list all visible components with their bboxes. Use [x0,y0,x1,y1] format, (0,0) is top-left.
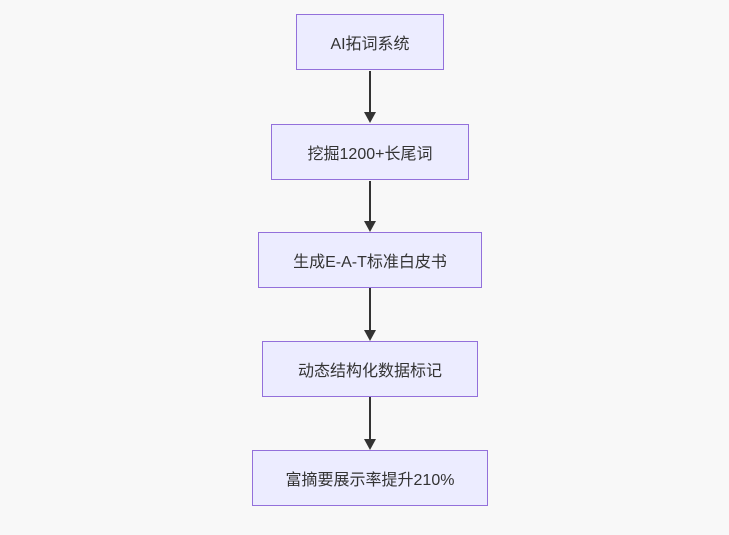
arrow-down-icon [369,181,371,221]
flow-node-structured-data-markup: 动态结构化数据标记 [262,341,478,397]
flow-node-eat-whitepaper: 生成E-A-T标准白皮书 [258,232,482,288]
arrow-down-icon [369,71,371,112]
flow-node-label: 动态结构化数据标记 [297,363,442,380]
flow-node-label: 挖掘1200+长尾词 [307,146,433,163]
flow-node-longtail-mining: 挖掘1200+长尾词 [271,124,469,180]
flow-node-label: 生成E-A-T标准白皮书 [293,254,447,271]
flow-node-ai-keyword-system: AI拓词系统 [296,14,444,70]
flow-node-rich-snippet-result: 富摘要展示率提升210% [252,450,488,506]
flow-node-label: 富摘要展示率提升210% [285,472,455,489]
arrow-down-icon [369,397,371,439]
arrow-down-icon [369,288,371,330]
flow-node-label: AI拓词系统 [330,36,410,53]
